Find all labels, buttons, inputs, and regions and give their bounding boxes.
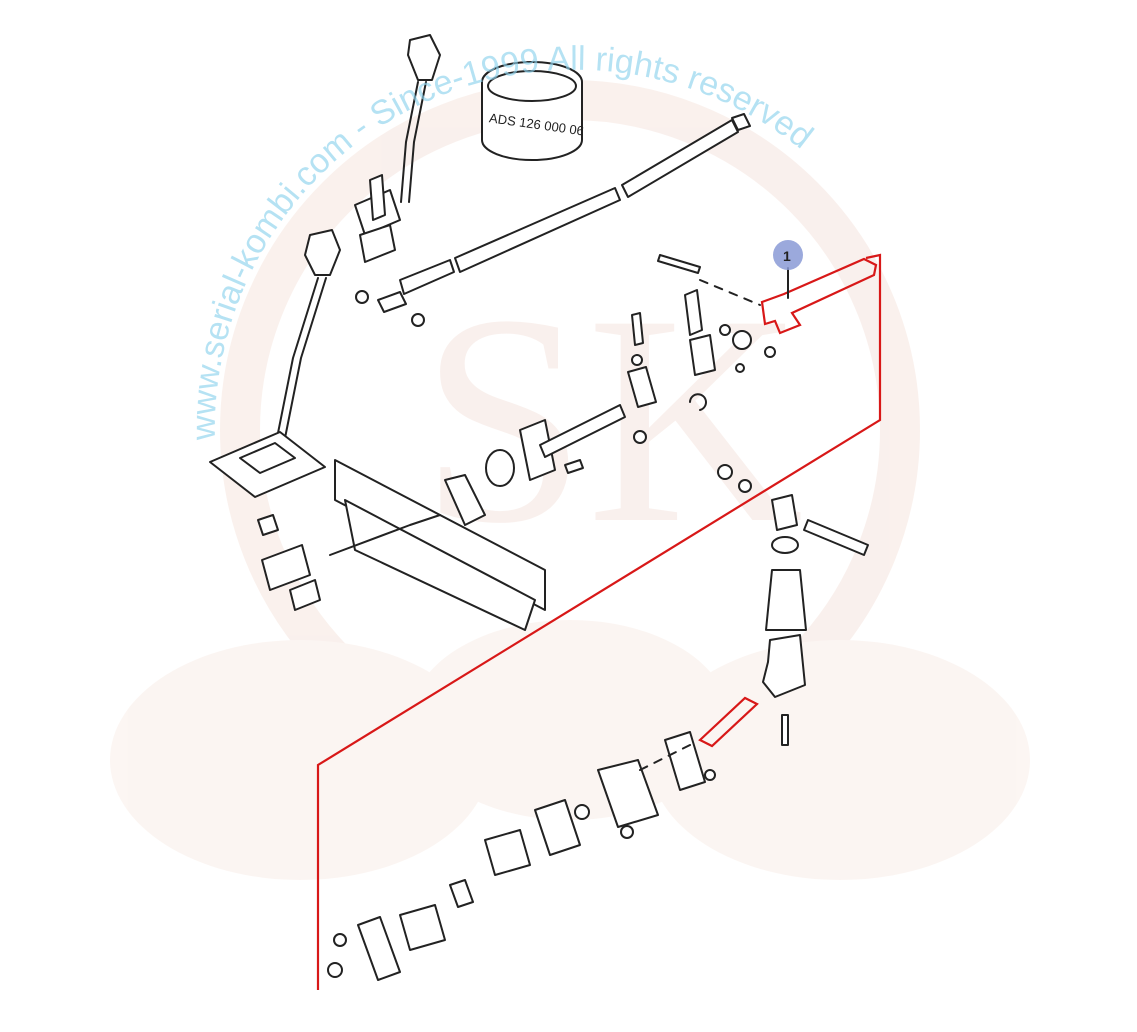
background-logo: SK [110, 80, 1030, 880]
callout-number: 1 [783, 248, 791, 264]
lower-shift-lever [209, 229, 341, 611]
lower-linkage [327, 731, 716, 981]
assembly-outline [316, 253, 882, 990]
frame-tunnel [329, 459, 546, 631]
upper-shift-lever [354, 34, 441, 327]
canister: ADS 126 000 06 [481, 61, 585, 161]
linkage-stack [762, 494, 869, 746]
callout-1[interactable]: 1 [773, 240, 803, 299]
shift-rod [399, 113, 751, 295]
central-shaft [444, 254, 776, 526]
highlighted-part-1 [698, 257, 878, 748]
